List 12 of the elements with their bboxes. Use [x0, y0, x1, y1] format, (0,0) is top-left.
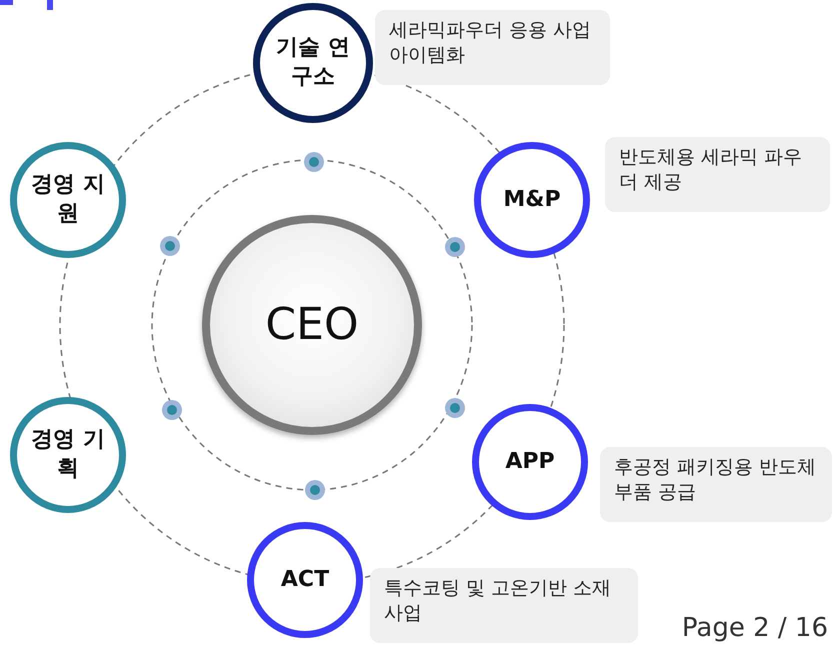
- description-text: 세라믹파우더 응용 사업 아이템화: [375, 10, 610, 85]
- node-label: CEO: [265, 298, 359, 352]
- description-text: 후공정 패키징용 반도체 부품 공급: [600, 447, 832, 522]
- node-label: 기술 연구소: [275, 34, 351, 91]
- node-label: APP: [504, 448, 556, 476]
- description-text: 반도체용 세라믹 파우더 제공: [605, 137, 830, 212]
- description-text: 특수코팅 및 고온기반 소재 사업: [370, 568, 638, 643]
- node-label: M&P: [502, 186, 562, 214]
- node-label: 경영 기획: [30, 426, 106, 483]
- node-label: 경영 지원: [30, 171, 106, 228]
- page-number: Page 2 / 16: [682, 613, 828, 643]
- node-label: ACT: [280, 566, 330, 594]
